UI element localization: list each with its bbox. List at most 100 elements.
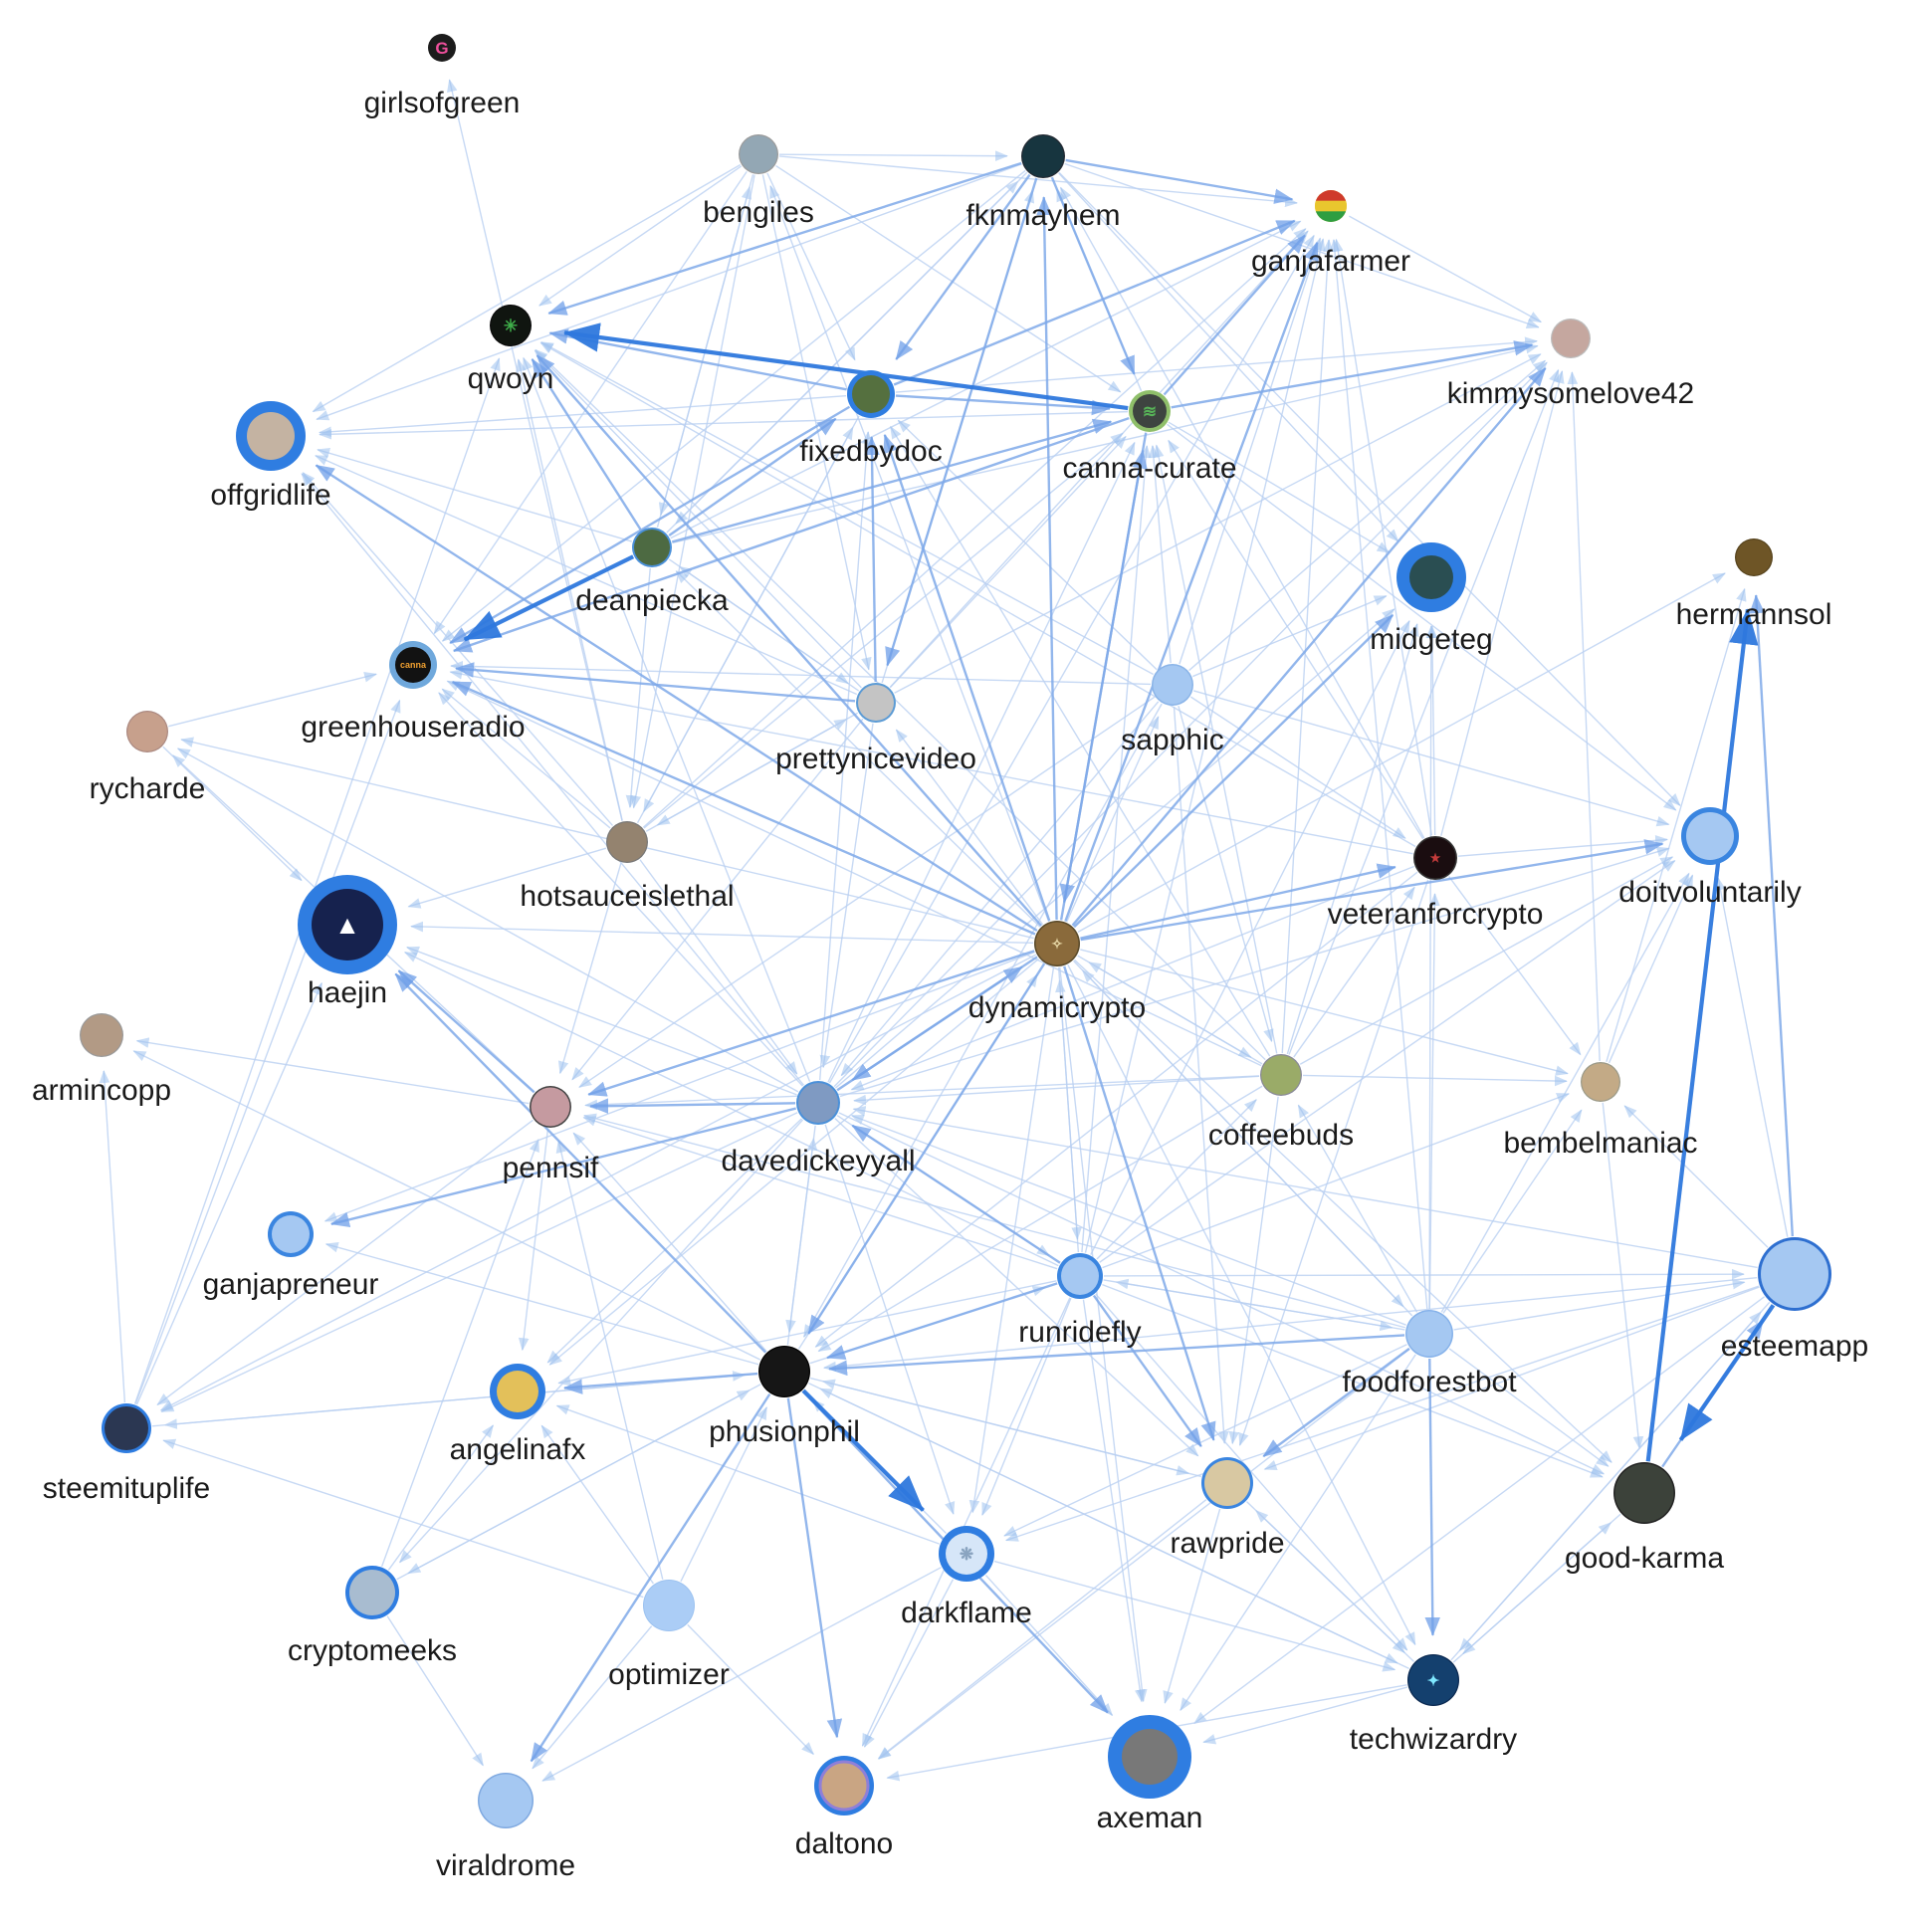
node-bengiles[interactable]: [739, 134, 778, 174]
edge-dynamicrypto-midgeteg: [1073, 614, 1395, 929]
node-label-pennsif: pennsif: [503, 1152, 599, 1184]
edge-darkflame-viraldrome: [541, 1567, 942, 1782]
edge-phusionphil-angelinafx: [563, 1372, 758, 1394]
node-avatar-pennsif: [531, 1087, 570, 1127]
edge-bengiles-hotsauceislethal: [630, 174, 755, 809]
node-offgridlife[interactable]: [236, 401, 306, 471]
node-foodforestbot[interactable]: [1405, 1310, 1453, 1358]
edge-davedickeyyall-greenhouseradio: [438, 692, 803, 1087]
edge-phusionphil-techwizardry: [808, 1382, 1398, 1664]
node-kimmysomelove42[interactable]: [1551, 319, 1591, 358]
node-avatar-steemituplife: [105, 1406, 148, 1450]
edge-fknmayhem-midgeteg: [1058, 172, 1399, 542]
edge-steemituplife-armincopp: [99, 1069, 126, 1403]
node-canna-curate[interactable]: ≋: [1129, 390, 1171, 432]
edge-steemituplife-haejin: [135, 981, 322, 1405]
node-dynamicrypto[interactable]: ✧: [1034, 921, 1080, 966]
node-pennsif[interactable]: [530, 1086, 571, 1128]
edge-prettynicevideo-davedickeyyall: [819, 723, 874, 1069]
node-esteemapp[interactable]: [1758, 1237, 1831, 1311]
edge-foodforestbot-pennsif: [582, 1113, 1405, 1329]
edge-esteemapp-techwizardry: [1458, 1301, 1771, 1651]
node-doitvoluntarily[interactable]: [1681, 807, 1739, 865]
edge-fknmayhem-doitvoluntarily: [1058, 171, 1681, 806]
node-label-daltono: daltono: [795, 1827, 893, 1860]
edge-canna-curate-qwoyn: [563, 322, 1129, 411]
node-darkflame[interactable]: ❋: [939, 1526, 994, 1582]
node-phusionphil[interactable]: [758, 1346, 810, 1397]
node-midgeteg[interactable]: [1396, 542, 1466, 612]
edge-steemituplife-greenhouseradio: [134, 699, 401, 1404]
edge-runridefly-daltono: [861, 1297, 1071, 1747]
node-techwizardry[interactable]: ✦: [1407, 1654, 1459, 1706]
edge-dynamicrypto-fknmayhem: [1036, 196, 1058, 921]
node-angelinafx[interactable]: [490, 1364, 545, 1419]
node-label-bengiles: bengiles: [703, 196, 814, 229]
node-greenhouseradio[interactable]: canna: [389, 641, 437, 689]
node-label-dynamicrypto: dynamicrypto: [968, 991, 1146, 1024]
node-prettynicevideo[interactable]: [856, 683, 896, 723]
node-ganjafarmer[interactable]: [1311, 186, 1351, 226]
node-veteranforcrypto[interactable]: ★: [1413, 836, 1457, 880]
edge-phusionphil-daltono: [786, 1397, 843, 1739]
node-bembelmaniac[interactable]: [1581, 1062, 1620, 1102]
edge-darkflame-techwizardry: [993, 1560, 1396, 1672]
edge-veteranforcrypto-midgeteg: [1426, 625, 1438, 836]
edge-canna-curate-midgeteg: [1168, 421, 1391, 553]
edge-sapphic-pennsif: [578, 696, 1156, 1088]
node-avatar-doitvoluntarily: [1686, 812, 1734, 860]
node-coffeebuds[interactable]: [1260, 1054, 1302, 1096]
edge-rawpride-axeman: [1163, 1508, 1221, 1705]
node-rycharde[interactable]: [126, 711, 168, 752]
edge-cryptomeeks-angelinafx: [387, 1424, 494, 1571]
node-fknmayhem[interactable]: [1021, 134, 1065, 178]
node-steemituplife[interactable]: [102, 1403, 151, 1453]
node-cryptomeeks[interactable]: [345, 1566, 399, 1619]
node-hermannsol[interactable]: [1735, 538, 1773, 576]
edge-fixedbydoc-kimmysomelove42: [895, 336, 1539, 393]
node-hotsauceislethal[interactable]: [606, 821, 648, 863]
node-avatar-sapphic: [1153, 665, 1192, 705]
edge-dynamicrypto-haejin: [410, 921, 1034, 945]
node-optimizer[interactable]: [643, 1580, 695, 1631]
edge-steemituplife-qwoyn: [133, 357, 501, 1404]
edge-davedickeyyall-kimmysomelove42: [833, 361, 1548, 1088]
edge-fixedbydoc-ganjafarmer: [893, 219, 1296, 386]
node-glyph-greenhouseradio: canna: [400, 660, 427, 670]
node-viraldrome[interactable]: [478, 1773, 534, 1828]
edge-runridefly-techwizardry: [1095, 1293, 1408, 1651]
node-runridefly[interactable]: [1057, 1253, 1103, 1299]
edge-deanpiecka-hotsauceislethal: [625, 567, 651, 809]
node-avatar-angelinafx: [497, 1371, 538, 1412]
edge-pennsif-angelinafx: [518, 1128, 549, 1352]
node-label-offgridlife: offgridlife: [210, 479, 330, 512]
edge-pennsif-haejin: [397, 969, 536, 1094]
node-girlsofgreen[interactable]: G: [423, 29, 461, 67]
edge-bembelmaniac-good-karma: [1602, 1102, 1644, 1450]
node-deanpiecka[interactable]: [632, 528, 672, 567]
node-good-karma[interactable]: [1613, 1462, 1675, 1524]
node-fixedbydoc[interactable]: [847, 370, 895, 418]
node-davedickeyyall[interactable]: [796, 1081, 840, 1125]
node-avatar-axeman: [1122, 1729, 1178, 1785]
node-ganjapreneur[interactable]: [268, 1211, 314, 1257]
edge-foodforestbot-daltono: [878, 1348, 1410, 1760]
node-sapphic[interactable]: [1152, 664, 1193, 706]
edge-fknmayhem-prettynicevideo: [885, 177, 1038, 667]
edge-bembelmaniac-doitvoluntarily: [1608, 874, 1694, 1064]
edge-dynamicrypto-davedickeyyall: [851, 956, 1038, 1082]
edge-coffeebuds-midgeteg: [1286, 622, 1419, 1055]
node-qwoyn[interactable]: ✳: [490, 305, 532, 346]
edge-fknmayhem-offgridlife: [316, 163, 1022, 421]
edge-dynamicrypto-axeman: [1059, 966, 1148, 1703]
node-label-ganjafarmer: ganjafarmer: [1251, 245, 1410, 278]
node-axeman[interactable]: [1108, 1715, 1191, 1799]
edge-foodforestbot-rawpride: [1262, 1347, 1410, 1458]
node-armincopp[interactable]: [80, 1013, 123, 1057]
node-haejin[interactable]: ▲: [298, 875, 397, 974]
node-daltono[interactable]: [814, 1756, 874, 1816]
edge-deanpiecka-fixedbydoc: [668, 417, 837, 536]
node-label-esteemapp: esteemapp: [1721, 1330, 1868, 1363]
node-rawpride[interactable]: [1201, 1457, 1253, 1509]
